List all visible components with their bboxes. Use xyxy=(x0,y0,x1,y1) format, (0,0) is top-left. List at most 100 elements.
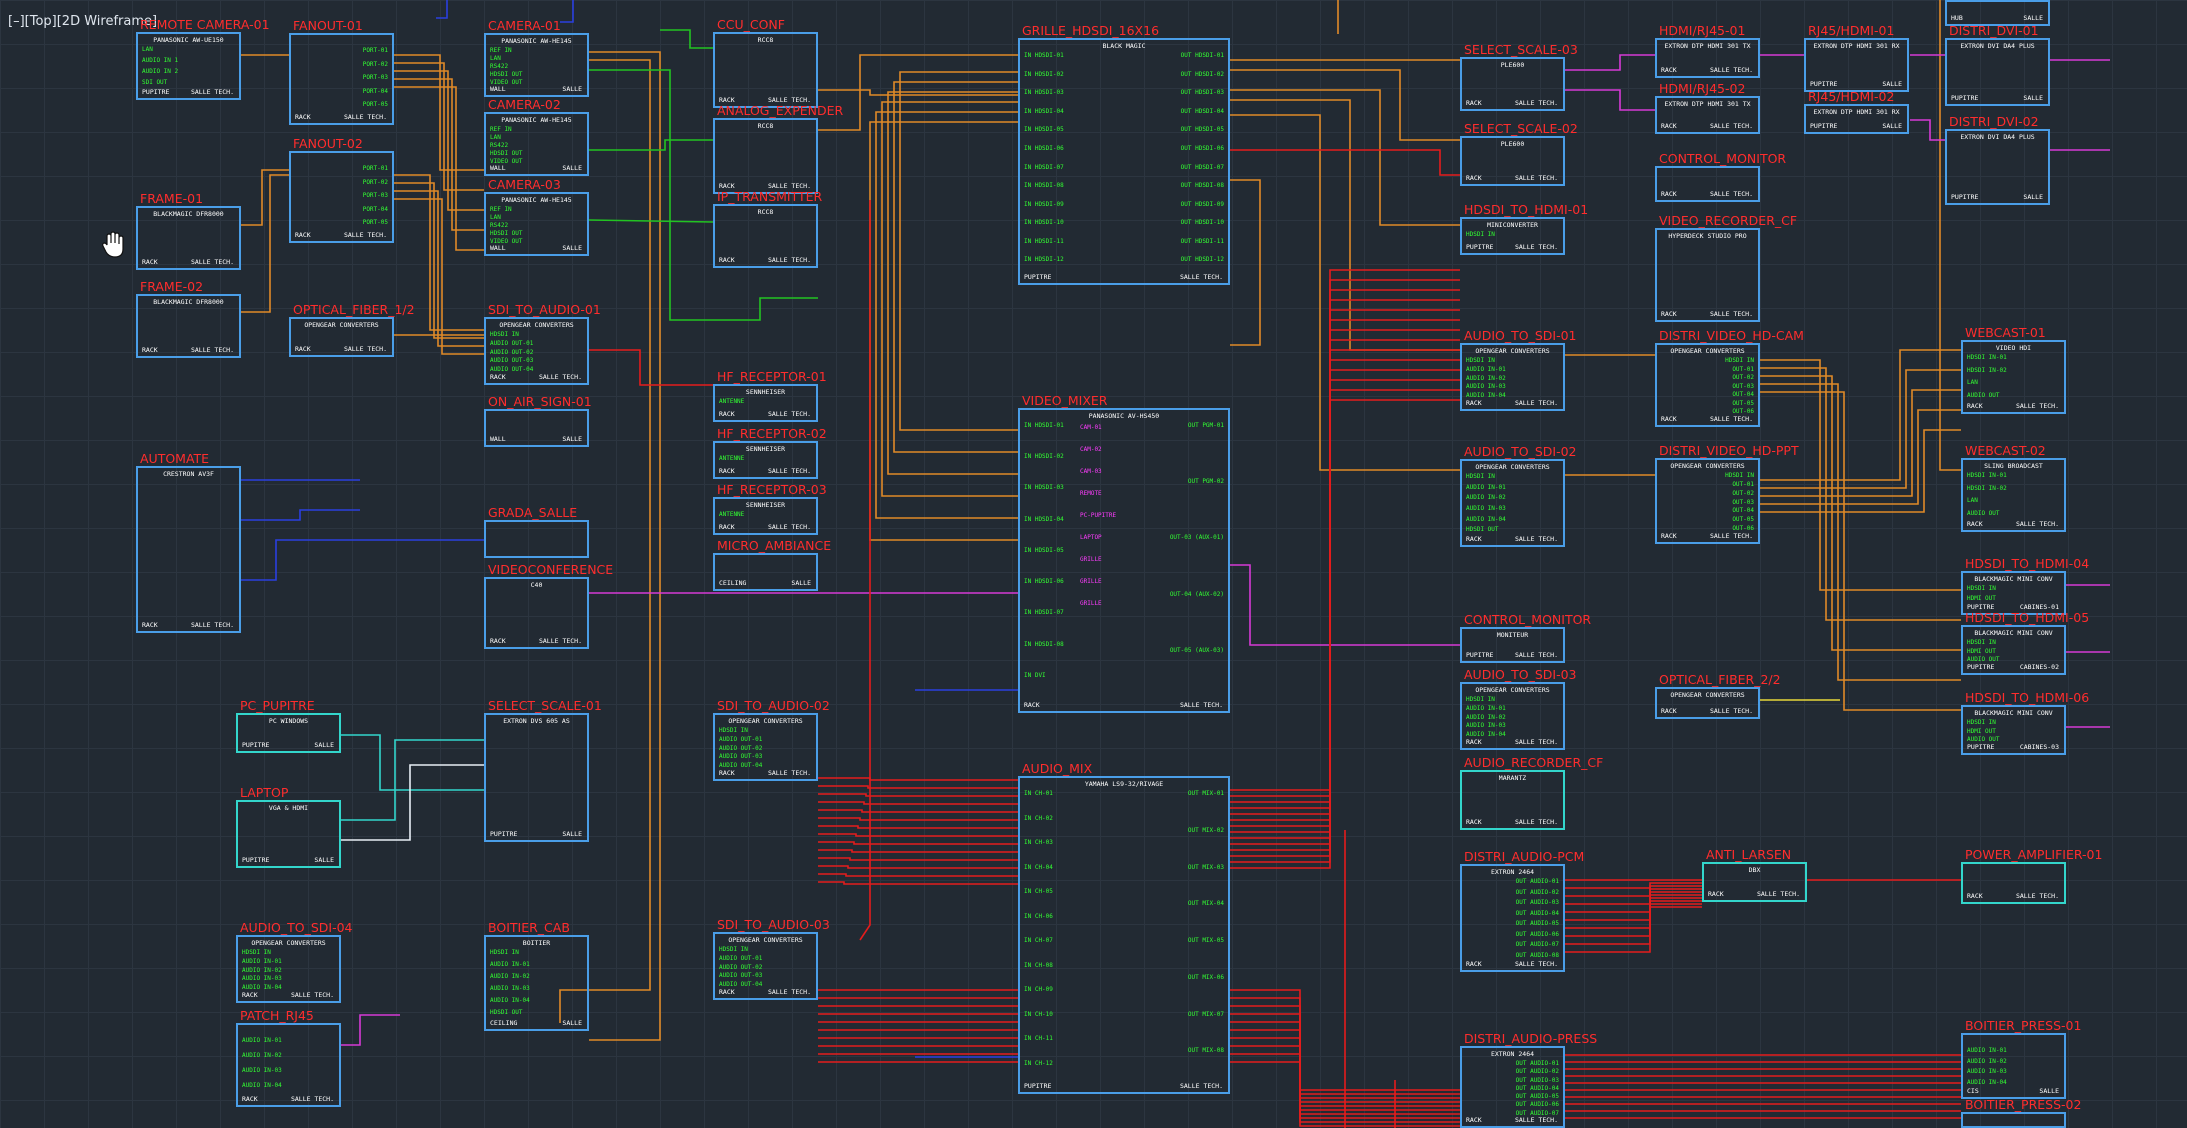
block-room: SALLE xyxy=(562,1019,582,1027)
port-label: OUT HDSDI-07 xyxy=(1180,163,1224,171)
block-title: BOITIER_PRESS-01 xyxy=(1965,1018,2082,1033)
block-boitier-press-02-61[interactable] xyxy=(1961,1112,2066,1128)
mixer-source-label: GRILLE xyxy=(1080,600,1102,607)
block-grada-salle-12[interactable] xyxy=(484,520,589,558)
port-label: OUT AUDIO-05 xyxy=(1515,920,1559,927)
port-label: OUT HDSDI-11 xyxy=(1180,237,1224,245)
block-title: DISTRI_VIDEO_HD-CAM xyxy=(1659,328,1804,343)
block-model: RCC8 xyxy=(757,122,774,130)
port-label: IN CH-03 xyxy=(1024,839,1053,846)
block-title: SDI_TO_AUDIO-03 xyxy=(717,917,830,932)
port-label: OUT-02 xyxy=(1732,489,1754,497)
viewport-label[interactable]: [–][Top][2D Wireframe] xyxy=(8,14,158,29)
port-label: HDSDI IN-02 xyxy=(1967,484,2007,492)
block-location: RACK xyxy=(719,96,735,104)
block-location: RACK xyxy=(295,113,311,121)
block-location: RACK xyxy=(1466,738,1482,746)
wire-red xyxy=(1230,339,1460,833)
block-location: RACK xyxy=(1466,960,1482,968)
block-title: DISTRI_AUDIO-PRESS xyxy=(1464,1031,1598,1046)
block-room: SALLE TECH. xyxy=(1514,738,1558,746)
port-label: OUT AUDIO-04 xyxy=(1515,1084,1559,1092)
port-label: OUT MIX-03 xyxy=(1187,863,1224,871)
block-model: PANASONIC AW-HE145 xyxy=(501,196,572,204)
wire-red xyxy=(1230,349,1460,839)
port-label: AUDIO OUT-01 xyxy=(490,339,534,347)
port-label: AUDIO OUT xyxy=(1967,509,2000,517)
block-room: CABINES-02 xyxy=(2019,663,2059,671)
block-room: SALLE xyxy=(2039,1087,2059,1095)
block-location: RACK xyxy=(1967,892,1983,900)
port-label: OUT PGM-02 xyxy=(1187,478,1224,486)
block-model: SLING BROADCAST xyxy=(1984,462,2043,470)
port-label: AUDIO IN-01 xyxy=(1466,483,1506,491)
port-label: AUDIO IN-03 xyxy=(1967,1068,2007,1075)
block-model: OPENGEAR CONVERTERS xyxy=(304,321,379,329)
block-room: SALLE TECH. xyxy=(1709,532,1753,540)
wire-orange xyxy=(394,78,484,231)
